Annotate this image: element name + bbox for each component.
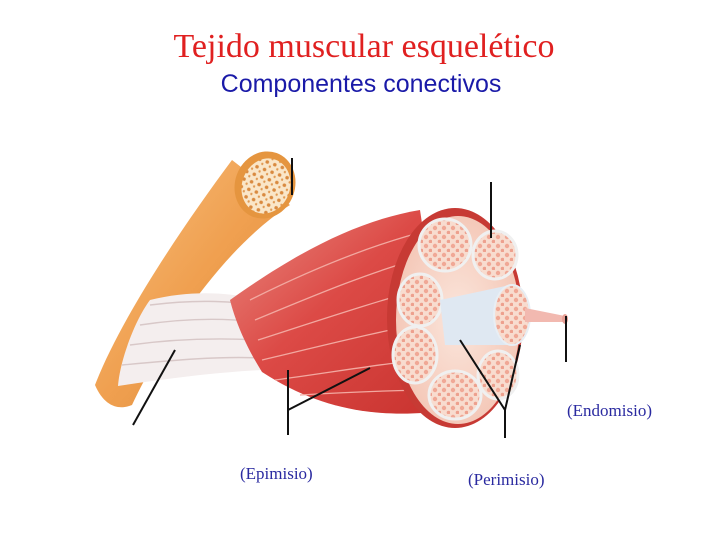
label-endomisio: (Endomisio) xyxy=(567,401,652,420)
fascicle-cylinder xyxy=(440,284,568,346)
label-epimisio: (Epimisio) xyxy=(240,464,313,483)
diagram-subtitle: Componentes conectivos xyxy=(220,70,502,98)
leader-lines xyxy=(132,158,567,438)
diagram-title: Tejido muscular esquelético xyxy=(173,28,555,65)
label-perimisio: (Perimisio) xyxy=(468,470,545,489)
fascicles xyxy=(391,217,520,421)
